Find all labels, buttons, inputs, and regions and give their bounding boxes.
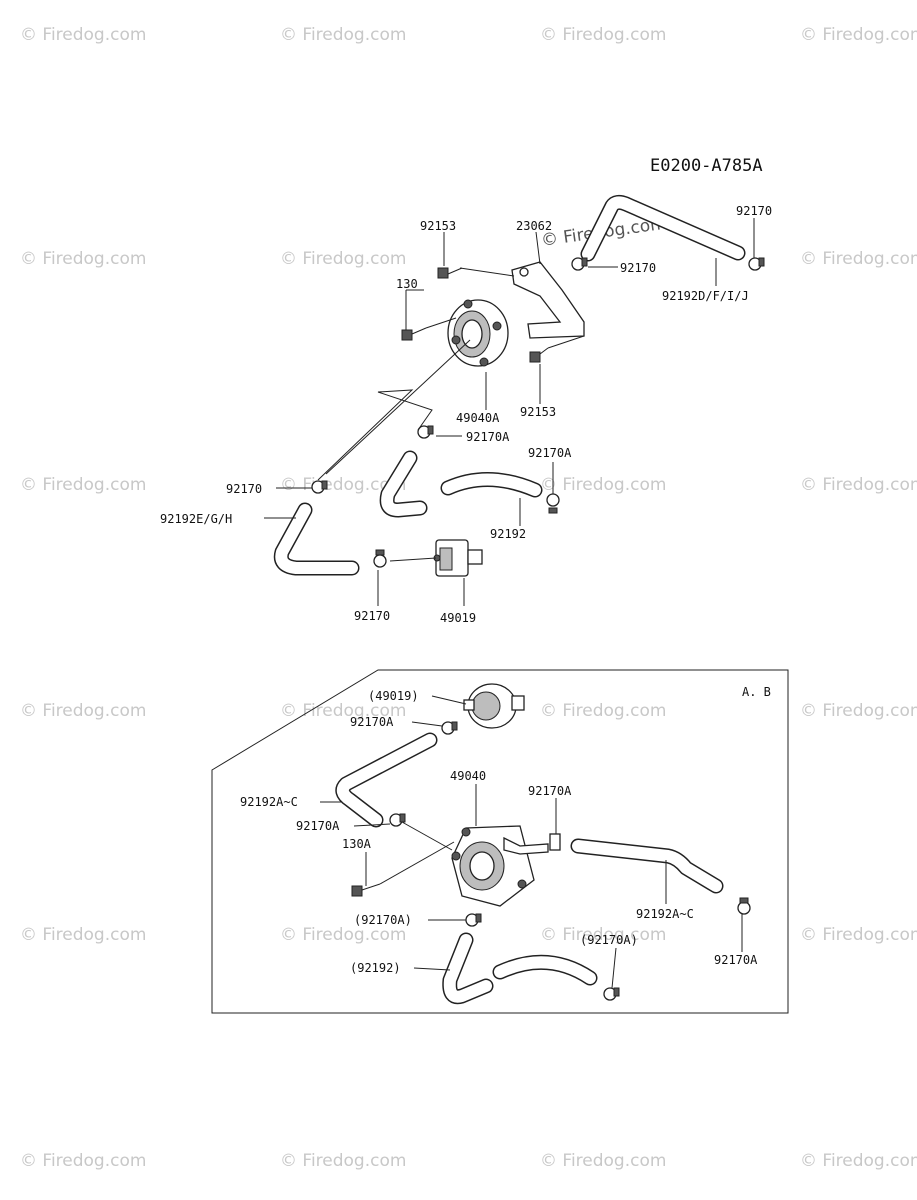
inset-frame (211, 669, 789, 1014)
label-92192: 92192 (490, 527, 526, 541)
bolt-130 (401, 327, 427, 341)
label-inset-92170a-top: 92170A (350, 715, 394, 729)
watermark: © Firedog.com (20, 249, 146, 269)
inset-fuel-pump-49040 (451, 825, 549, 907)
watermark-layer: © Firedog.com © Firedog.com © Firedog.co… (20, 25, 917, 1171)
label-inset-49040: 49040 (450, 769, 486, 783)
watermark: © Firedog.com (280, 25, 406, 45)
label-92170a-mid: 92170A (466, 430, 510, 444)
label-92170-mid: 92170 (620, 261, 656, 275)
watermark: © Firedog.com (540, 925, 666, 945)
watermark: © Firedog.com (540, 25, 666, 45)
watermark: © Firedog.com (800, 1151, 917, 1171)
clamp-92170a-mid (417, 425, 434, 439)
label-inset-92170a-left: 92170A (296, 819, 340, 833)
watermark: © Firedog.com (280, 701, 406, 721)
watermark: © Firedog.com (20, 701, 146, 721)
inset-leader-lines (320, 695, 743, 989)
label-92170-left: 92170 (226, 482, 262, 496)
label-inset-92192ac-left: 92192A~C (240, 795, 298, 809)
label-inset-92170a-ref-right: (92170A) (580, 933, 638, 947)
watermark: © Firedog.com (540, 1151, 666, 1171)
label-inset-92170a-center: 92170A (528, 784, 572, 798)
watermark: © Firedog.com (540, 701, 666, 721)
watermark: © Firedog.com (800, 475, 917, 495)
clamp-92170-mid (571, 257, 588, 271)
label-inset-92192-ref: (92192) (350, 961, 401, 975)
label-49019: 49019 (440, 611, 476, 625)
label-92153-bottom: 92153 (520, 405, 556, 419)
label-49019-ref: (49019) (368, 689, 419, 703)
watermark: © Firedog.com (540, 475, 666, 495)
upper-assembly: 92153 23062 92170 92170 92192D/F/I/J 130… (160, 194, 772, 625)
watermark: © Firedog.com (20, 475, 146, 495)
label-92153-top: 92153 (420, 219, 456, 233)
clamp-92170-top-right (748, 257, 765, 271)
label-inset-92192ac-right: 92192A~C (636, 907, 694, 921)
label-92170-top-right: 92170 (736, 204, 772, 218)
inset-assembly: A. B (211, 669, 789, 1014)
inset-clamp-92170a-ref-left (465, 913, 482, 927)
watermark: © Firedog.com (280, 249, 406, 269)
bolt-92153-top (437, 267, 463, 279)
clamp-92170-bottom (373, 549, 387, 568)
label-92192dfij: 92192D/F/I/J (662, 289, 749, 303)
watermark: © Firedog.com (800, 701, 917, 721)
watermark: © Firedog.com (280, 475, 406, 495)
label-49040a: 49040A (456, 411, 500, 425)
watermark: © Firedog.com (800, 25, 917, 45)
label-92192egh: 92192E/G/H (160, 512, 232, 526)
fuel-filter-49019 (433, 539, 483, 577)
label-inset-130a: 130A (342, 837, 372, 851)
label-inset-92170a-ref-left: (92170A) (354, 913, 412, 927)
watermark: © Firedog.com (280, 1151, 406, 1171)
label-92170a-right: 92170A (528, 446, 572, 460)
watermark: © Firedog.com (20, 25, 146, 45)
inset-fuel-filter (463, 683, 525, 729)
label-92170-bottom: 92170 (354, 609, 390, 623)
clamp-92170-left (311, 480, 328, 494)
label-130: 130 (396, 277, 418, 291)
watermark: © Firedog.com (800, 925, 917, 945)
inset-clamp-92170a-center (549, 833, 561, 851)
inset-clamp-92170a-top (441, 721, 458, 735)
inset-label: A. B (742, 685, 771, 699)
watermark: © Firedog.com (280, 925, 406, 945)
upper-leader-lines (264, 218, 755, 606)
clamp-92170a-right (546, 493, 560, 514)
diagram-code: E0200-A785A (650, 156, 763, 176)
inset-bolt-130a (351, 883, 381, 897)
bolt-92153-bottom (529, 347, 549, 363)
inset-clamp-92170a-bottom-right (737, 897, 751, 915)
watermark: © Firedog.com (20, 1151, 146, 1171)
watermark: © Firedog.com (800, 249, 917, 269)
bracket-23062 (511, 261, 585, 339)
inset-clamp-92170a-left (389, 813, 406, 827)
inset-clamp-92170a-ref-right (603, 987, 620, 1001)
label-inset-92170a-bottom-right: 92170A (714, 953, 758, 967)
label-23062: 23062 (516, 219, 552, 233)
watermark: © Firedog.com (20, 925, 146, 945)
